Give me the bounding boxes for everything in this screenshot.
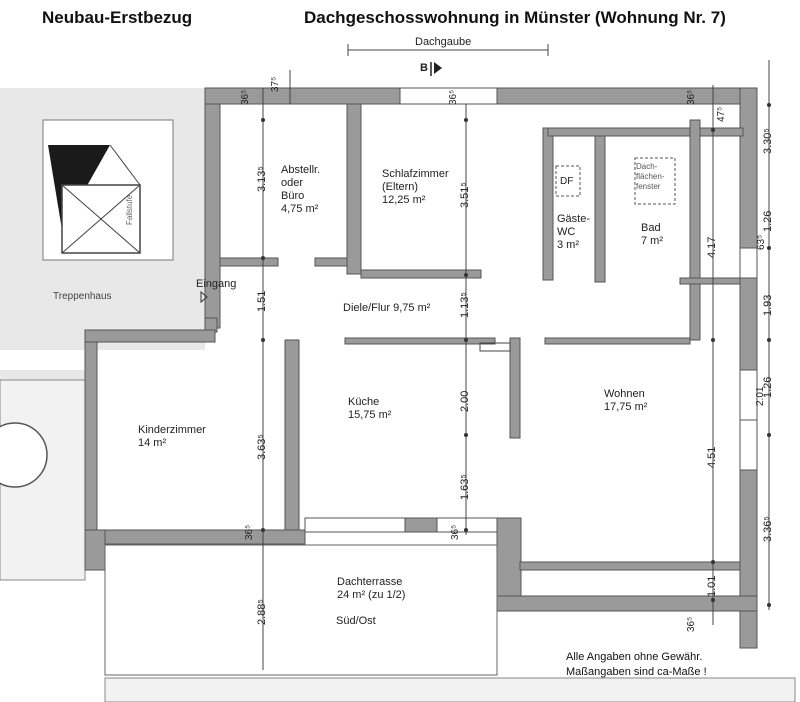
- round-object: [0, 422, 48, 488]
- dim-151: 1.51: [256, 290, 268, 312]
- dim-193: 1.93: [762, 294, 774, 316]
- dim-37: 37⁵: [270, 76, 281, 92]
- dim-417: 4.17: [706, 236, 718, 258]
- dim-101: 1.01: [706, 575, 718, 597]
- dim-351: 3.51⁵: [459, 182, 471, 208]
- dim-36a: 36⁵: [240, 89, 251, 105]
- dim-36c: 36⁵: [686, 89, 697, 105]
- label-treppenhaus: Treppenhaus: [53, 291, 112, 302]
- header-right: Dachgeschosswohnung in Münster (Wohnung …: [304, 8, 726, 27]
- dim-288: 2.88⁵: [256, 599, 268, 625]
- dim-330: 3.30⁵: [762, 128, 774, 154]
- walls: [84, 87, 758, 649]
- dim-451: 4.51: [706, 446, 718, 468]
- terrace-outline: [104, 544, 498, 676]
- dormer-window: [399, 87, 498, 105]
- section-mark: B: [420, 62, 428, 74]
- label-eingang: Eingang: [196, 278, 237, 290]
- label-dachfenster: Dach- flächen- fenster: [636, 162, 665, 191]
- room-schlafzimmer: Schlafzimmer(Eltern)12,25 m²: [382, 168, 449, 206]
- label-fallstufe: Fallstufe: [125, 194, 134, 225]
- dim-363: 3.63⁵: [256, 434, 268, 460]
- dim-36b: 36⁵: [448, 89, 459, 105]
- dimension-ticks: [261, 103, 771, 607]
- section-arrow: [434, 62, 442, 74]
- dimension-lines: [262, 44, 770, 670]
- dim-336: 3.36⁵: [762, 516, 774, 542]
- df-box: [555, 165, 581, 197]
- dim-126a: 1.26: [762, 210, 774, 232]
- room-diele: Diele/Flur 9,75 m²: [343, 302, 431, 314]
- disclaimer-note: Alle Angaben ohne Gewähr.Maßangaben sind…: [566, 651, 707, 678]
- dim-47: 47⁵: [716, 106, 727, 122]
- dim-201: 2.01: [755, 386, 766, 406]
- dim-36f: 36⁵: [686, 616, 697, 632]
- header-left: Neubau-Erstbezug: [42, 8, 193, 27]
- dim-113: 1.13⁵: [459, 292, 471, 318]
- terrace-orientation: Süd/Ost: [336, 615, 376, 627]
- stair-symbol: [48, 144, 141, 254]
- dormer-label: Dachgaube: [415, 36, 472, 48]
- dim-36d: 36⁵: [244, 524, 255, 540]
- skylight-box: [634, 157, 676, 205]
- dim-200: 2.00: [459, 390, 471, 412]
- entrance-arrow: [200, 290, 208, 304]
- dim-63: 63⁵: [756, 234, 767, 250]
- dim-313: 3.13⁵: [256, 166, 268, 192]
- label-df: DF: [560, 176, 574, 187]
- dim-36e: 36⁵: [450, 524, 461, 540]
- dim-163: 1.63⁵: [459, 474, 471, 500]
